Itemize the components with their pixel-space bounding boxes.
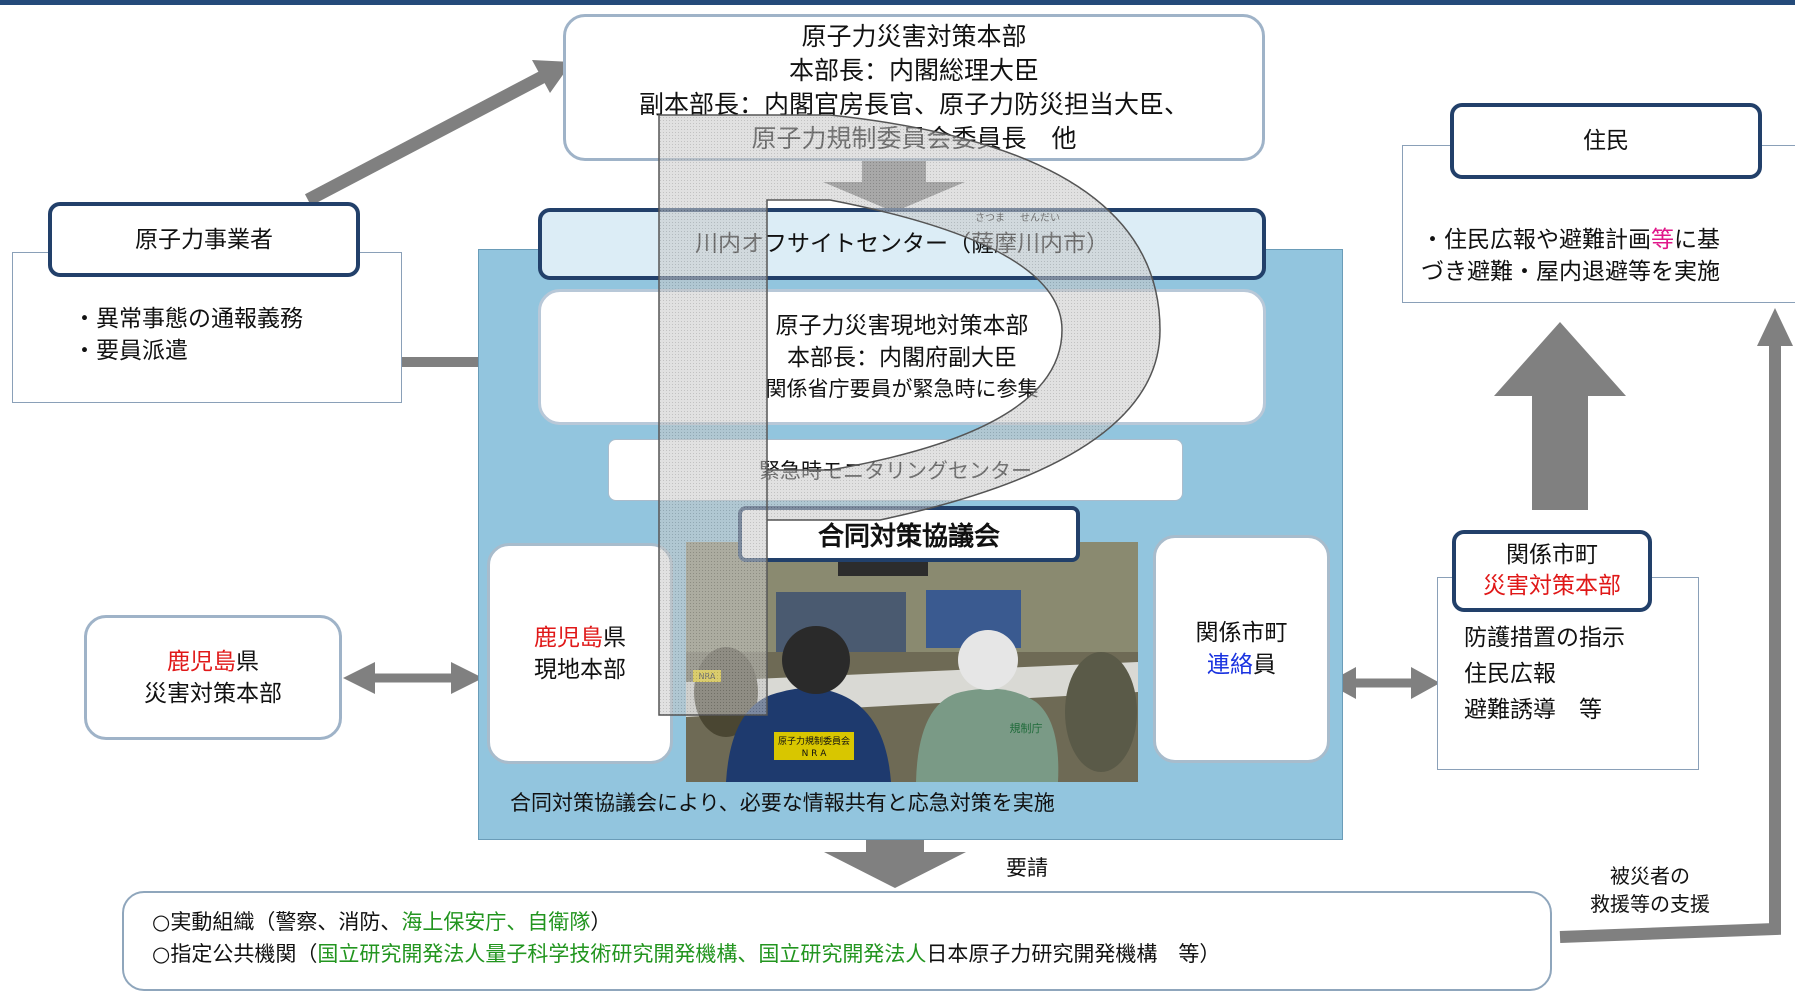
hq-deputy-continued: 原子力規制委員会委員長 他 [751, 123, 1077, 153]
pref-local-hq-box: 鹿児島県 現地本部 [487, 543, 673, 764]
joint-council-box: 合同対策協議会 [738, 506, 1080, 562]
local-hq-chief: 本部長：内閣府副大臣 [787, 345, 1017, 371]
operator-duties-box: ・異常事態の通報義務 ・要員派遣 [12, 252, 402, 403]
muni-liaison-line2: 連絡員 [1207, 652, 1276, 678]
muni-hq-item-2: 住民広報 [1464, 661, 1556, 687]
hq-title: 原子力災害対策本部 [801, 21, 1027, 51]
council-footer-text: 合同対策協議会により、必要な情報共有と応急対策を実施 [510, 791, 1055, 815]
muni-hq-line2: 災害対策本部 [1483, 573, 1621, 599]
muni-liaison-line1: 関係市町 [1195, 620, 1288, 646]
hq-chief: 本部長：内閣総理大臣 [788, 55, 1039, 85]
support-label: 被災者の 救援等の支援 [1590, 864, 1710, 916]
vest-label: 原子力規制委員会 [778, 735, 850, 747]
hq-deputy: 副本部長：内閣官房長官、原子力防災担当大臣、 [638, 89, 1189, 119]
joint-council-title: 合同対策協議会 [817, 521, 1000, 552]
photo-badge: NRA [699, 672, 716, 681]
operator-label-box: 原子力事業者 [48, 202, 360, 277]
orgs-line1: ○実動組織（警察、消防、海上保安庁、自衛隊） [152, 910, 612, 934]
pref-hq-box: 鹿児島県 災害対策本部 [84, 615, 342, 740]
orgs-line2: ○指定公共機関（国立研究開発法人量子科学技術研究開発機構、国立研究開発法人日本原… [152, 942, 1221, 966]
operator-title: 原子力事業者 [135, 226, 273, 253]
arrow-operator-to-hq-head [532, 60, 572, 93]
offsite-center-title-box: 川内オフサイトセンター（薩摩川内市） [538, 208, 1266, 280]
vest-sublabel: N R A [802, 749, 828, 759]
arrow-muni-to-residents [1494, 322, 1626, 510]
pref-hq-line2: 災害対策本部 [144, 680, 282, 707]
arrow-operator-to-hq [304, 68, 552, 206]
monitoring-center-box: 緊急時モニタリングセンター [608, 439, 1183, 501]
operator-duty-report: ・異常事態の通報義務 [73, 306, 303, 332]
muni-hq-item-1: 防護措置の指示 [1464, 625, 1625, 651]
residents-title: 住民 [1583, 128, 1629, 154]
request-label: 要請 [1006, 856, 1048, 880]
vest-label-2: 規制庁 [1010, 721, 1043, 735]
council-meeting-photo: 原子力規制委員会 N R A 規制庁 NRA [686, 542, 1138, 782]
muni-hq-title-box: 関係市町 災害対策本部 [1452, 530, 1652, 612]
pref-local-hq-line2: 現地本部 [534, 656, 626, 683]
residents-title-box: 住民 [1450, 103, 1762, 179]
offsite-center-name: 川内オフサイトセンター（薩摩川内市） [695, 231, 1109, 257]
ruby-satsuma: さつま [975, 213, 1005, 224]
muni-hq-item-3: 避難誘導 等 [1464, 697, 1602, 723]
ruby-sendai: せんだい [1020, 213, 1060, 224]
arrow-hq-to-offsite [823, 158, 965, 212]
local-hq-note: 関係省庁要員が緊急時に参集 [765, 377, 1039, 401]
response-orgs-box: ○実動組織（警察、消防、海上保安庁、自衛隊） ○指定公共機関（国立研究開発法人量… [122, 891, 1552, 991]
operator-duty-dispatch: ・要員派遣 [73, 338, 188, 364]
arrow-offsite-to-orgs [824, 826, 966, 888]
local-hq-box: 原子力災害現地対策本部 本部長：内閣府副大臣 関係省庁要員が緊急時に参集 [538, 289, 1266, 425]
muni-liaison-box: 関係市町 連絡員 [1153, 535, 1330, 763]
pref-hq-line1: 鹿児島県 [167, 648, 259, 675]
residents-line2: づき避難・屋内退避等を実施 [1421, 259, 1720, 285]
monitoring-center-label: 緊急時モニタリングセンター [759, 459, 1032, 483]
muni-hq-line1: 関係市町 [1506, 542, 1598, 568]
arrow-support-to-residents [1559, 338, 1781, 943]
pref-local-hq-line1: 鹿児島県 [534, 624, 626, 651]
local-hq-title: 原子力災害現地対策本部 [775, 313, 1029, 339]
residents-line1: ・住民広報や避難計画等に基 [1421, 227, 1720, 253]
top-border-line [0, 0, 1795, 5]
nuclear-disaster-hq-box: 原子力災害対策本部 本部長：内閣総理大臣 副本部長：内閣官房長官、原子力防災担当… [563, 14, 1265, 161]
